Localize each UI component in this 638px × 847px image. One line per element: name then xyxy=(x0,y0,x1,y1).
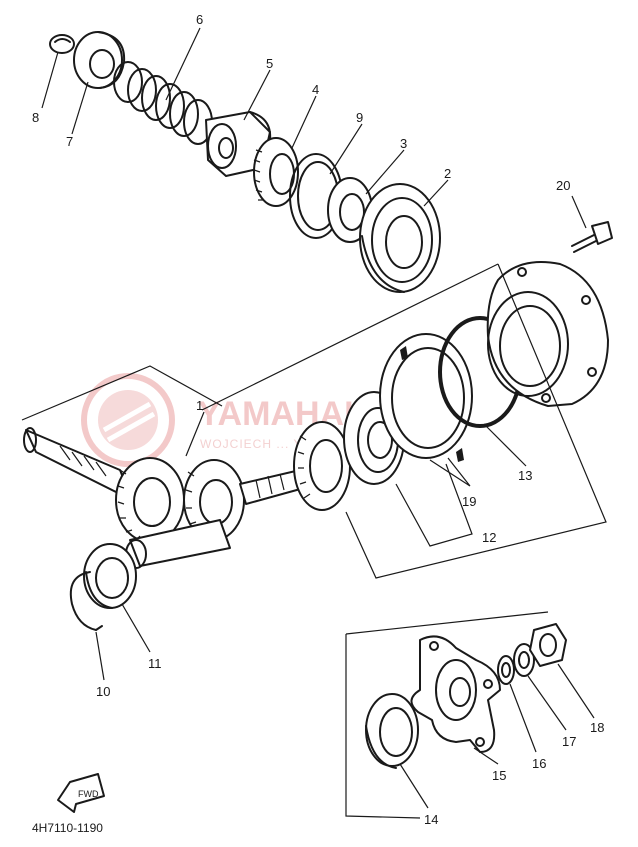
callout-13: 13 xyxy=(518,468,532,483)
part-20-bolt xyxy=(571,221,613,253)
callout-12: 12 xyxy=(482,530,496,545)
callout-3: 3 xyxy=(400,136,407,151)
part-19-shim xyxy=(379,333,473,462)
callout-7: 7 xyxy=(66,134,73,149)
callout-10: 10 xyxy=(96,684,110,699)
callout-6: 6 xyxy=(196,12,203,27)
callout-11: 11 xyxy=(148,656,162,671)
callout-16: 16 xyxy=(532,756,546,771)
part-10-circlip xyxy=(69,571,103,631)
part-4-clutch-gear xyxy=(253,137,299,207)
part-15-drive-flange xyxy=(410,635,501,753)
bracket-lines xyxy=(21,263,607,819)
watermark-logo-icon xyxy=(81,373,175,467)
leader-lines xyxy=(41,27,595,809)
part-1-gear-shaft-assembly xyxy=(23,427,305,569)
part-14-bearing xyxy=(365,693,419,769)
fwd-arrow-icon xyxy=(57,773,105,813)
part-17-washer xyxy=(513,643,535,677)
callout-2: 2 xyxy=(444,166,451,181)
part-2-bearing xyxy=(359,183,441,293)
drawing-code: 4H7110-1190 xyxy=(32,821,103,835)
part-6-spring xyxy=(113,61,213,145)
callout-15: 15 xyxy=(492,768,506,783)
part-8-circlip xyxy=(49,34,75,54)
part-16-washer xyxy=(497,655,515,685)
part-18-nut xyxy=(529,623,567,667)
callout-5: 5 xyxy=(266,56,273,71)
callout-14: 14 xyxy=(424,812,438,827)
fwd-direction-badge: FWD xyxy=(57,773,105,813)
callout-labels: 1 2 3 4 5 6 7 8 9 10 11 12 13 14 15 16 1… xyxy=(32,12,604,827)
part-7-spring-seat xyxy=(73,31,126,89)
callout-4: 4 xyxy=(312,82,319,97)
part-11-bearing xyxy=(83,543,137,609)
callout-1: 1 xyxy=(196,398,203,413)
callout-18: 18 xyxy=(590,720,604,735)
callout-19: 19 xyxy=(462,494,476,509)
callout-9: 9 xyxy=(356,110,363,125)
callout-20: 20 xyxy=(556,178,570,193)
callout-17: 17 xyxy=(562,734,576,749)
fwd-label: FWD xyxy=(78,789,99,799)
callout-8: 8 xyxy=(32,110,39,125)
part-ring-nut xyxy=(293,421,351,511)
part-housing-flange xyxy=(486,261,609,407)
